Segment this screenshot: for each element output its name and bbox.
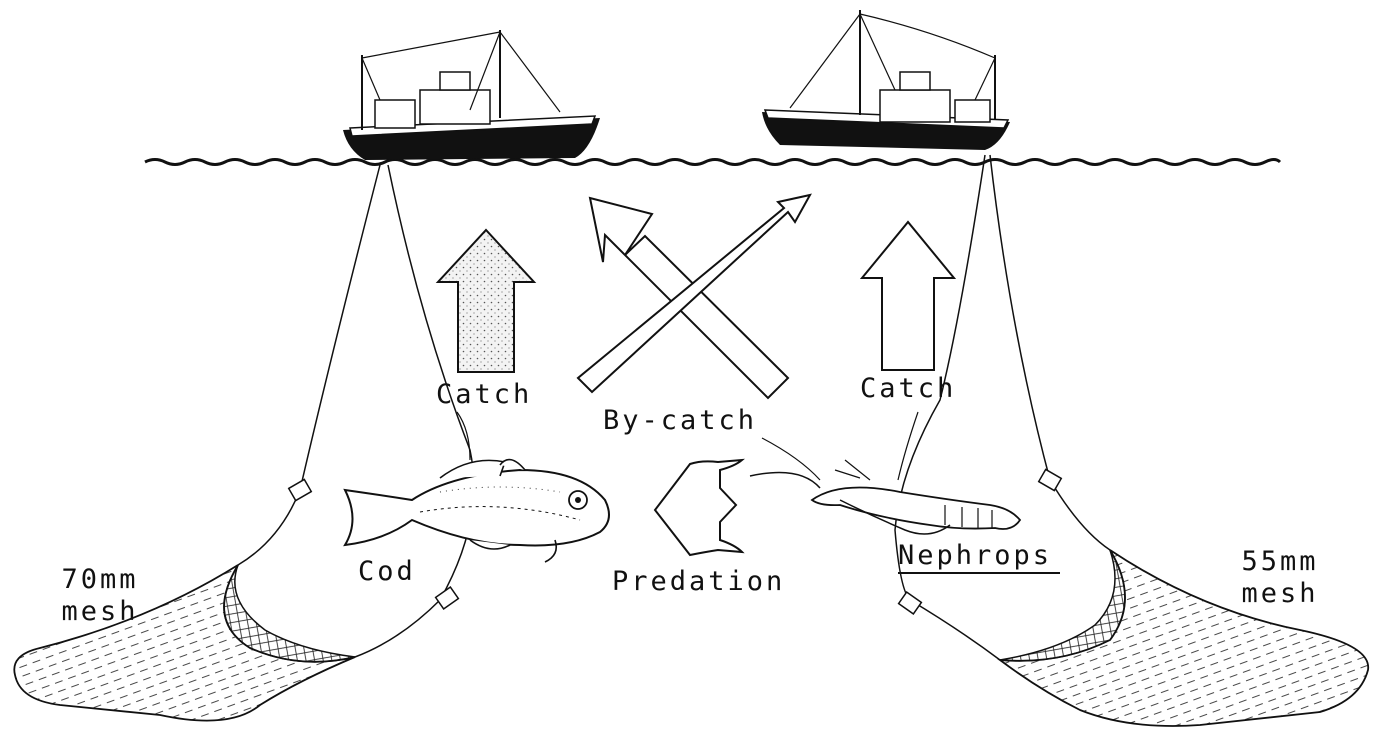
otter-board-left-top (289, 479, 312, 500)
mesh-label-left-word: mesh (35, 597, 165, 627)
predation-arrow (655, 460, 742, 555)
mesh-label-right-word: mesh (1215, 579, 1345, 609)
nephrops-lobster (750, 460, 1020, 534)
predation-label: Predation (612, 567, 785, 597)
nephrops-label: Nephrops (898, 541, 1052, 571)
warp-line-right-outer (990, 155, 1110, 550)
otter-board-left-bottom (436, 587, 459, 609)
catch-arrow-right (862, 222, 954, 370)
mesh-label-left-size: 70mm (35, 565, 165, 595)
catch-arrow-left (438, 230, 534, 372)
trawler-right (762, 10, 1010, 150)
catch-label-right: Catch (860, 374, 956, 404)
bycatch-label: By-catch (603, 406, 757, 436)
trawler-left (343, 30, 600, 160)
cod-fish (345, 460, 609, 562)
cod-label: Cod (358, 557, 416, 587)
mesh-label-right-size: 55mm (1215, 547, 1345, 577)
catch-label-left: Catch (436, 380, 532, 410)
sea-surface-line (145, 160, 1280, 165)
otter-board-right-bottom (899, 592, 922, 614)
otter-board-right-top (1039, 469, 1062, 490)
